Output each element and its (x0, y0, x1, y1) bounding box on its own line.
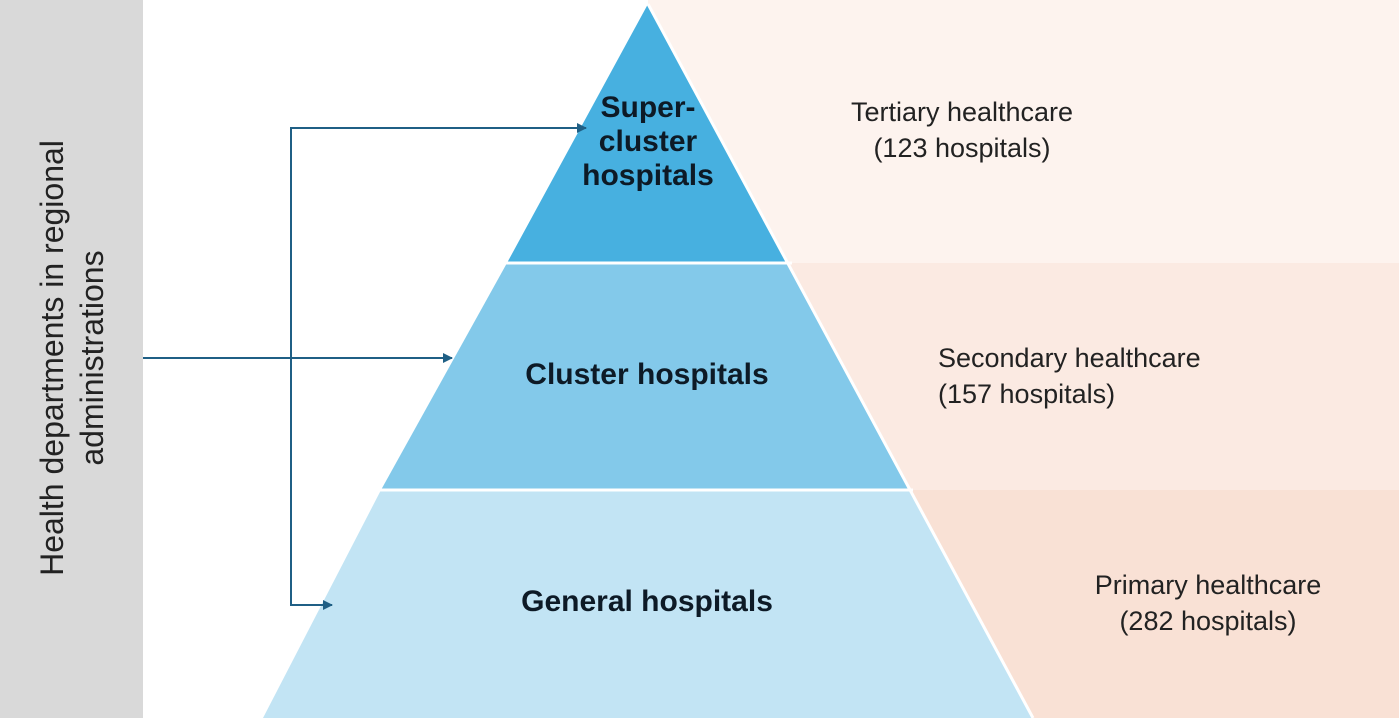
super-cluster-label: Super- cluster hospitals (548, 91, 748, 193)
general-label: General hospitals (521, 585, 773, 618)
pyramid-right-edge (646, 3, 1035, 718)
tertiary-count: (123 hospitals) (873, 133, 1051, 163)
cluster-hospitals-tier (381, 263, 910, 490)
primary-care: Primary healthcare (1094, 570, 1322, 600)
secondary-count: (157 hospitals) (938, 379, 1116, 409)
secondary-care: Secondary healthcare (938, 343, 1201, 373)
sidebar-label: Health departments in regional administr… (34, 140, 110, 576)
general-hospitals-tier (263, 490, 1033, 718)
super-cluster-label-line-2: cluster (598, 125, 698, 158)
super-cluster-label-line-1: Super- (600, 91, 696, 124)
secondary-label: Secondary healthcare (157 hospitals) (938, 340, 1278, 412)
super-cluster-tier (507, 4, 788, 263)
tertiary-band (648, 0, 1399, 263)
tertiary-label: Tertiary healthcare (123 hospitals) (812, 94, 1112, 166)
sidebar-panel (0, 0, 143, 718)
primary-count: (282 hospitals) (1119, 606, 1297, 636)
tertiary-care: Tertiary healthcare (850, 97, 1074, 127)
cluster-label: Cluster hospitals (525, 358, 769, 391)
super-cluster-label-line-3: hospitals (582, 159, 714, 192)
sidebar-label-container: Health departments in regional administr… (0, 0, 143, 718)
primary-label: Primary healthcare (282 hospitals) (1058, 567, 1358, 639)
